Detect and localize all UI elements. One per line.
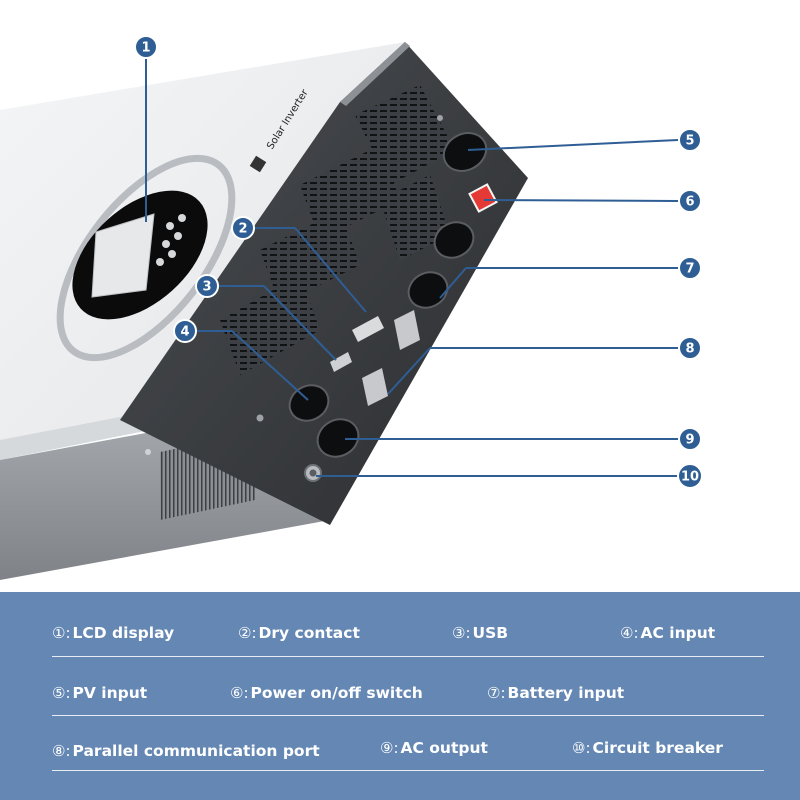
lcd-display (56, 154, 236, 362)
battery-input-ports (407, 221, 475, 309)
legend-item-ac-output: ⑨:AC output (380, 739, 488, 757)
callout-6: 6 (678, 189, 702, 213)
legend-item-pv-input: ⑤:PV input (52, 684, 148, 702)
svg-text:9: 9 (685, 433, 694, 448)
svg-text:3: 3 (202, 280, 211, 295)
callout-3: 3 (195, 274, 219, 298)
legend-row: ⑤:PV input ⑥:Power on/off switch ⑦:Batte… (52, 656, 764, 716)
svg-text:2: 2 (238, 222, 247, 237)
dry-contact-port (352, 316, 384, 342)
svg-text:10: 10 (681, 470, 699, 485)
svg-text:6: 6 (685, 195, 694, 210)
legend-row: ①:LCD display ②:Dry contact ③:USB ④:AC i… (52, 592, 764, 657)
callout-1: 1 (134, 35, 158, 59)
legend-item-ac-input: ④:AC input (620, 624, 716, 642)
inverter-illustration: Solar Inverter (0, 35, 703, 580)
svg-text:1: 1 (141, 41, 150, 56)
legend-item-parallel-port: ⑧:Parallel communication port (52, 742, 320, 760)
ac-output-port (316, 418, 360, 458)
callout-4: 4 (173, 319, 197, 343)
legend-item-circuit-breaker: ⑩:Circuit breaker (572, 739, 723, 757)
legend-item-power-switch: ⑥:Power on/off switch (230, 684, 423, 702)
usb-port (330, 352, 352, 372)
callout-5: 5 (678, 128, 702, 152)
pv-input-port (442, 132, 488, 172)
callout-9: 9 (678, 427, 702, 451)
circuit-breaker (304, 464, 322, 482)
parallel-port (362, 310, 420, 406)
svg-text:7: 7 (685, 262, 694, 277)
svg-text:4: 4 (180, 325, 189, 340)
inverter-port-panel (120, 42, 528, 525)
legend-item-usb: ③:USB (452, 624, 509, 642)
callout-8: 8 (678, 336, 702, 360)
legend-row: ⑧:Parallel communication port ⑨:AC outpu… (52, 715, 764, 771)
legend-item-dry-contact: ②:Dry contact (238, 624, 360, 642)
callout-lines (145, 58, 679, 477)
callout-2: 2 (231, 216, 255, 240)
power-switch[interactable] (468, 183, 498, 213)
svg-text:8: 8 (685, 342, 694, 357)
legend-item-battery-input: ⑦:Battery input (487, 684, 625, 702)
vent-grid (220, 85, 455, 375)
callout-7: 7 (678, 256, 702, 280)
legend-panel: ①:LCD display ②:Dry contact ③:USB ④:AC i… (0, 592, 800, 800)
ac-input-port (288, 384, 330, 422)
svg-text:5: 5 (685, 134, 694, 149)
callout-10: 10 (677, 463, 703, 489)
legend-item-lcd-display: ①:LCD display (52, 624, 175, 642)
